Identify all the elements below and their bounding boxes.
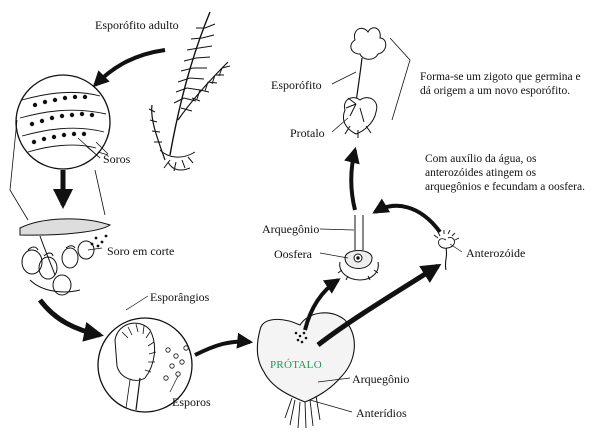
label-oosfera: Oosfera — [274, 247, 312, 261]
arrow-to-sporangium — [40, 300, 100, 335]
label-anterozoide: Anterozóide — [466, 246, 525, 260]
note-agua-line2: anterozóides atingem os — [425, 166, 585, 180]
arrow-to-young-sporophyte — [351, 150, 355, 210]
note-bracket — [390, 38, 410, 120]
zoom-guide-line — [95, 170, 105, 215]
arrow-fern-to-pinna — [95, 50, 165, 85]
young-sporophyte-illustration — [343, 28, 385, 138]
adult-fern-illustration — [149, 12, 230, 171]
label-protalo-green: PRÓTALO — [270, 358, 322, 372]
note-agua: Com auxílio da água, os anterozóides ati… — [425, 152, 585, 194]
label-esporos: Esporos — [172, 395, 211, 409]
label-esporofito-adulto: Esporófito adulto — [95, 18, 179, 32]
arrow-to-protalo — [195, 342, 250, 355]
label-arquegonio-bottom: Arquegônio — [352, 372, 409, 386]
note-zigoto-line1: Forma-se um zigoto que germina e — [420, 70, 581, 84]
arrow-antherozoid-to-archegonium — [375, 206, 440, 232]
note-zigoto: Forma-se um zigoto que germina e dá orig… — [420, 70, 581, 98]
label-soros: Soros — [103, 152, 130, 166]
soro-section-illustration — [20, 219, 110, 295]
antherozoid-illustration — [434, 230, 459, 270]
label-esporangios: Esporângios — [150, 290, 209, 304]
label-anteridios: Anterídios — [356, 406, 407, 420]
archegonium-illustration — [338, 215, 378, 280]
arrow-protalo-to-antherozoid — [318, 266, 438, 345]
note-agua-line1: Com auxílio da água, os — [425, 152, 585, 166]
label-protalo-young: Protalo — [290, 126, 325, 140]
note-agua-line3: arquegônios e fecundam a oosfera. — [425, 180, 585, 194]
label-soro-em-corte: Soro em corte — [107, 244, 174, 258]
note-zigoto-line2: dá origem a um novo esporófito. — [420, 84, 581, 98]
label-esporofito-young: Esporófito — [271, 78, 322, 92]
label-arquegonio-top: Arquegônio — [262, 222, 319, 236]
